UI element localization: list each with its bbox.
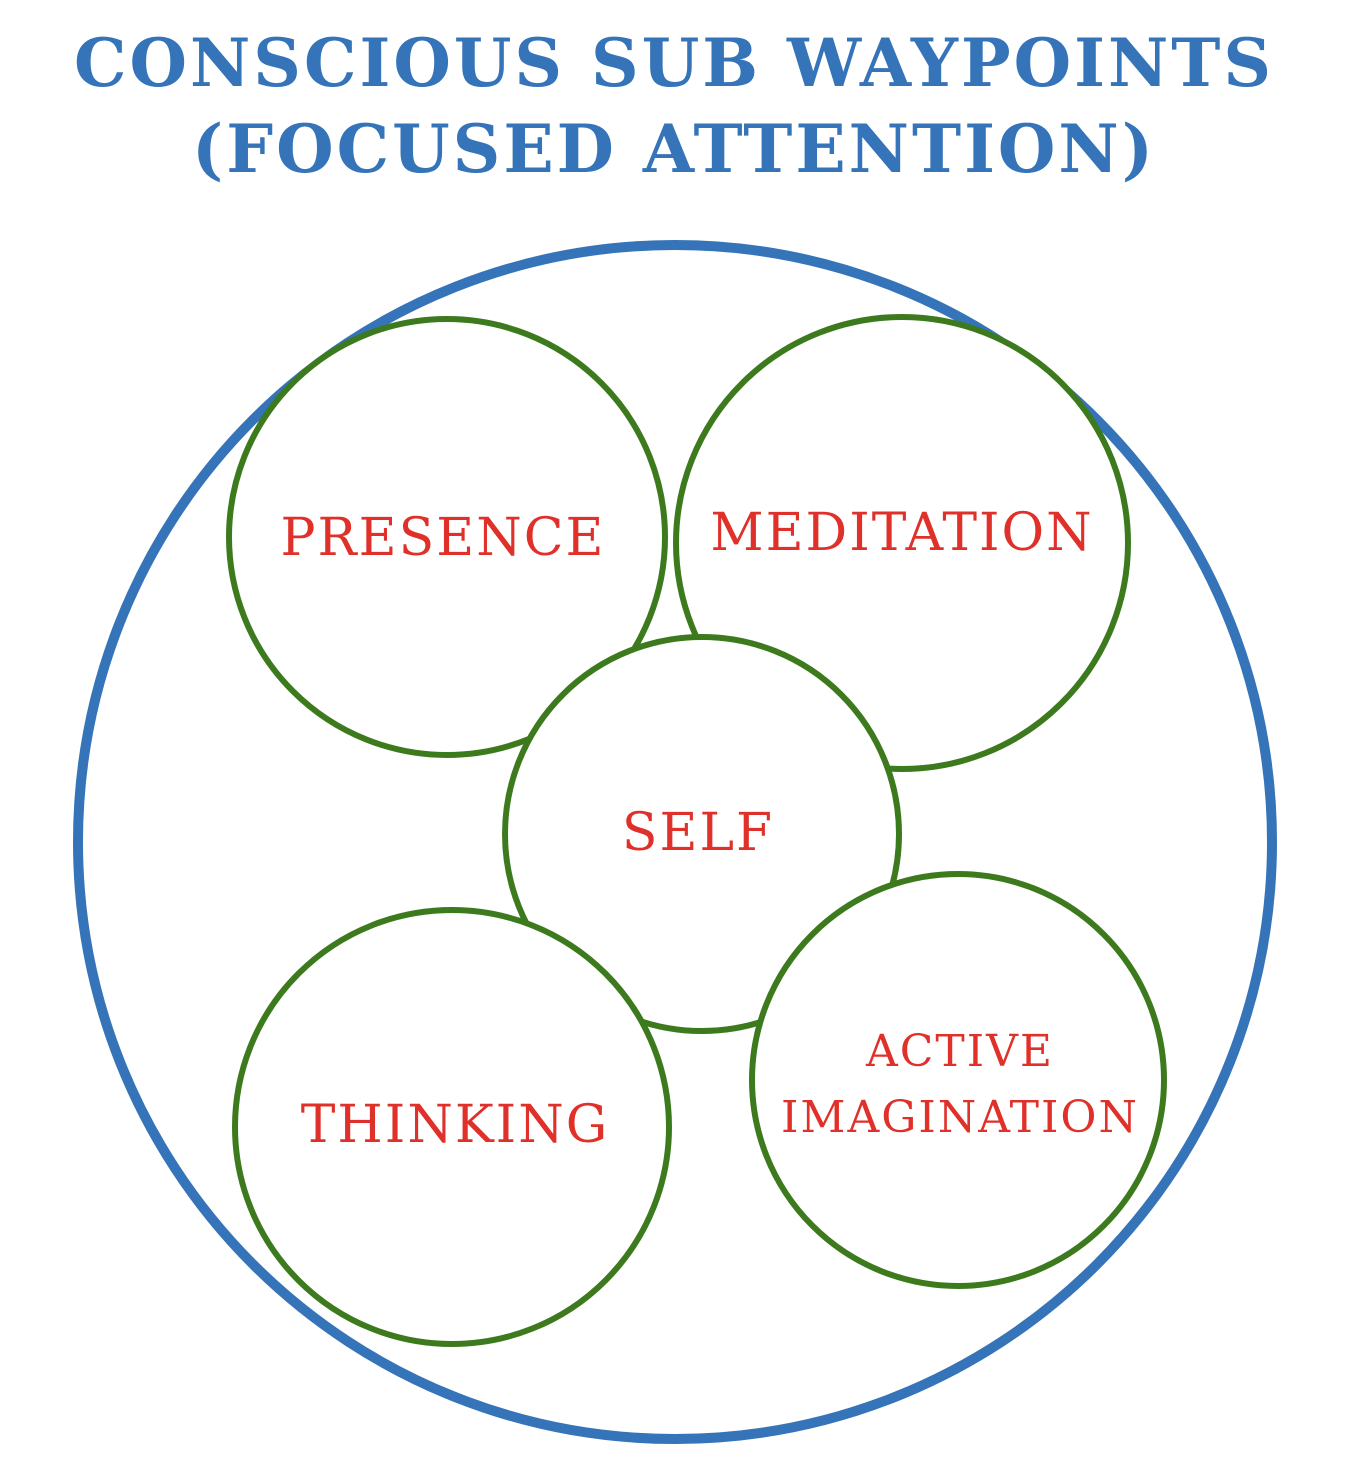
title-line-1: CONSCIOUS SUB WAYPOINTS <box>73 24 1275 102</box>
title-line-2: (FOCUSED ATTENTION) <box>192 110 1156 188</box>
self-circle <box>502 634 902 1034</box>
meditation-label: MEDITATION <box>710 503 1093 563</box>
outer-circle <box>73 240 1277 1444</box>
thinking-circle <box>232 907 672 1347</box>
self-label: SELF <box>622 803 774 863</box>
active-imagination-label-line1: ACTIVE <box>865 1026 1054 1077</box>
active-imagination-label-line2: IMAGINATION <box>781 1092 1139 1143</box>
presence-circle <box>226 316 668 758</box>
presence-label: PRESENCE <box>281 508 606 568</box>
thinking-label: THINKING <box>301 1095 610 1155</box>
active-imagination-circle <box>749 871 1167 1289</box>
